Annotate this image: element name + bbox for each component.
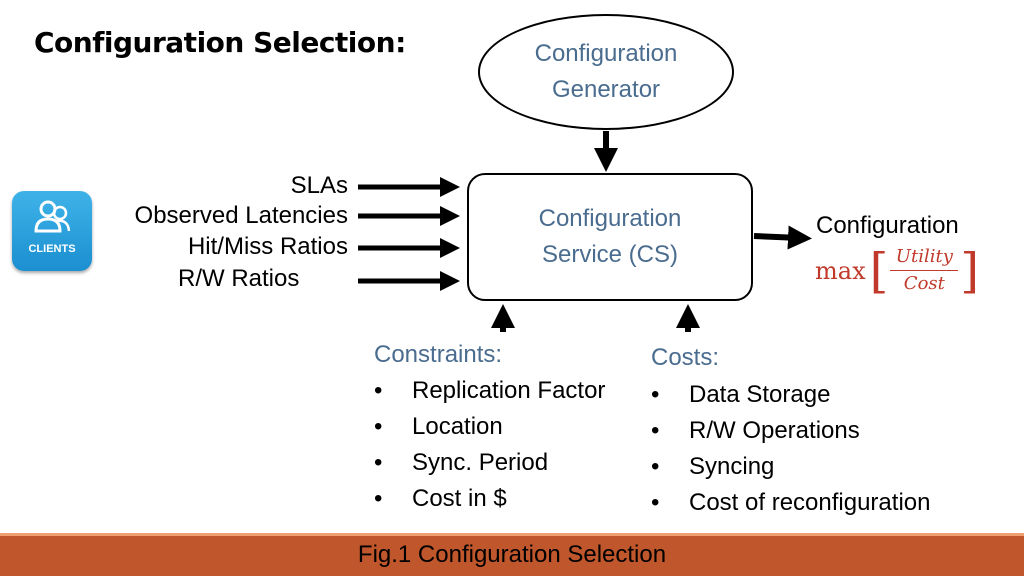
- service-label-line2: Service (CS): [541, 241, 679, 268]
- service-label-line1: Configuration: [538, 205, 682, 232]
- input-observed-latencies: Observed Latencies: [134, 202, 348, 229]
- configuration-generator-node: Configuration Generator: [478, 14, 734, 130]
- costs-heading: Costs:: [651, 344, 720, 371]
- formula-right-bracket: ]: [960, 242, 980, 299]
- bullet: •: [651, 489, 660, 516]
- formula-denominator: Cost: [903, 273, 945, 294]
- input-hit-miss-ratios: Hit/Miss Ratios: [187, 233, 348, 260]
- bullet: •: [374, 377, 383, 404]
- list-item: • Cost in $: [374, 481, 605, 517]
- constraints-list: • Replication Factor • Location • Sync. Per…: [374, 373, 605, 517]
- bullet: •: [374, 413, 383, 440]
- list-item: • Cost of reconfiguration: [651, 485, 930, 521]
- bullet: •: [651, 417, 660, 444]
- generator-label-line1: Configuration: [534, 40, 678, 67]
- output-arrow: [753, 225, 812, 250]
- bullet: •: [651, 453, 660, 480]
- users-icon: [34, 200, 71, 233]
- formula-fraction: Utility Cost: [890, 246, 959, 295]
- generator-label-line2: Generator: [551, 76, 661, 103]
- footer-bar: [0, 533, 1024, 576]
- bullet: •: [374, 485, 383, 512]
- formula-left-bracket: [: [869, 242, 889, 299]
- input-slas: SLAs: [290, 172, 348, 199]
- configuration-service-node: Configuration Service (CS): [467, 173, 753, 301]
- cost-item: Data Storage: [689, 381, 831, 408]
- utility-cost-formula: max [ Utility Cost ]: [815, 246, 979, 295]
- list-item: • Syncing: [651, 449, 930, 485]
- constraint-item: Replication Factor: [412, 377, 606, 404]
- list-item: • Data Storage: [651, 377, 930, 413]
- formula-fraction-bar: [890, 270, 959, 271]
- figure-caption: Fig.1 Configuration Selection: [357, 541, 667, 568]
- cost-item: Cost of reconfiguration: [689, 489, 931, 516]
- clients-label: CLIENTS: [28, 243, 76, 255]
- costs-list: • Data Storage • R/W Operations • Syncing •…: [651, 377, 930, 521]
- output-label: Configuration: [816, 212, 959, 239]
- input-rw-ratios: R/W Ratios: [178, 265, 300, 292]
- cost-item: Syncing: [689, 453, 775, 480]
- constraints-heading: Constraints:: [374, 341, 503, 368]
- constraint-item: Location: [412, 413, 503, 440]
- list-item: • Sync. Period: [374, 445, 605, 481]
- list-item: • Replication Factor: [374, 373, 605, 409]
- cost-item: R/W Operations: [689, 417, 860, 444]
- formula-operator: max: [815, 256, 866, 285]
- constraint-item: Sync. Period: [412, 449, 549, 476]
- page-title: Configuration Selection:: [34, 26, 406, 59]
- formula-numerator: Utility: [895, 246, 953, 267]
- constraint-item: Cost in $: [412, 485, 507, 512]
- list-item: • Location: [374, 409, 605, 445]
- list-item: • R/W Operations: [651, 413, 930, 449]
- clients-icon: CLIENTS: [12, 191, 92, 271]
- bullet: •: [651, 381, 660, 408]
- bullet: •: [374, 449, 383, 476]
